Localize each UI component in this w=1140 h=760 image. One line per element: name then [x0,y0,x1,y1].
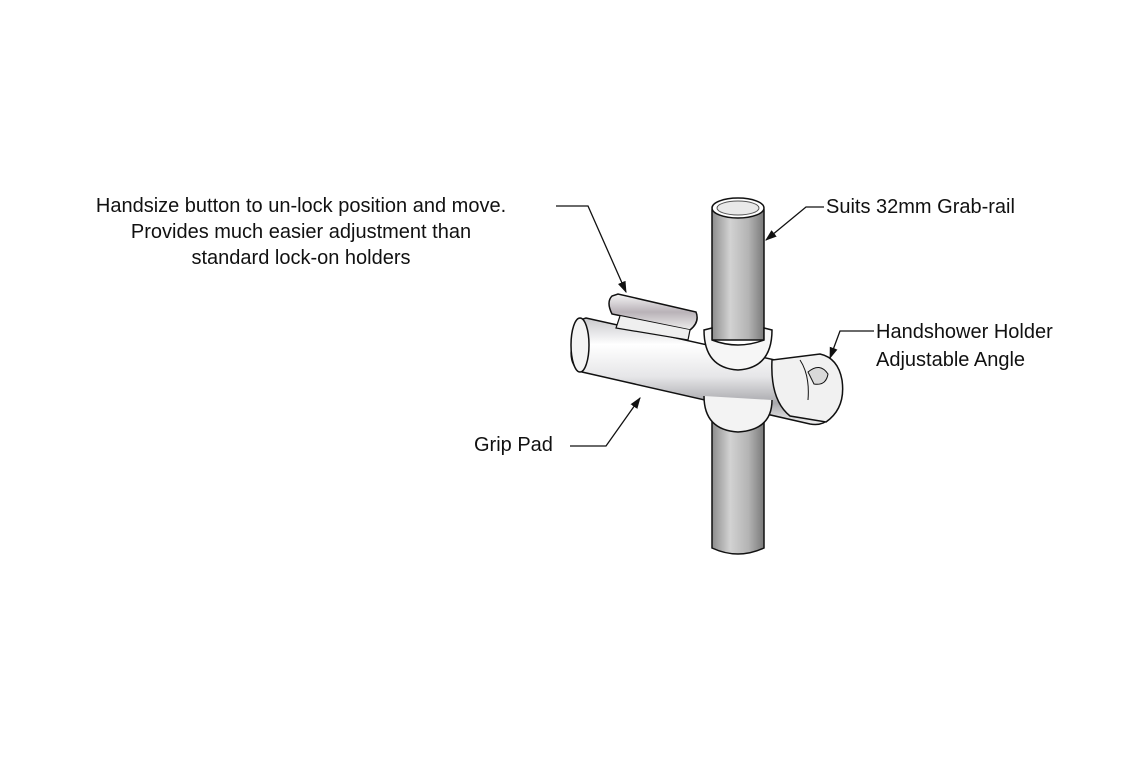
callout-line: Adjustable Angle [876,349,1026,371]
handsize-button-part [608,293,698,341]
leader-grab-rail [765,206,824,241]
leader-handshower-holder [829,330,874,360]
callout-handsize-button: Handsize button to un-lock position and … [46,193,556,271]
leader-lines [556,205,874,447]
holder-body [570,317,844,433]
leader-grip-pad [570,397,641,447]
callout-handshower-holder: Handshower Holder Adjustable Angle [876,318,1053,374]
callout-line: Provides much easier adjustment than [130,221,472,243]
callout-grip-pad: Grip Pad [474,432,553,458]
callout-grab-rail: Suits 32mm Grab-rail [826,194,1015,220]
grab-rail-lower [711,409,765,555]
callout-line: Handsize button to un-lock position and … [95,195,507,217]
callout-line: Grip Pad [474,434,553,456]
callout-line: Suits 32mm Grab-rail [826,196,1015,218]
leader-handsize-button [556,205,627,294]
callout-line: standard lock-on holders [191,247,411,269]
callout-line: Handshower Holder [876,321,1053,343]
grab-rail-upper [703,197,773,371]
